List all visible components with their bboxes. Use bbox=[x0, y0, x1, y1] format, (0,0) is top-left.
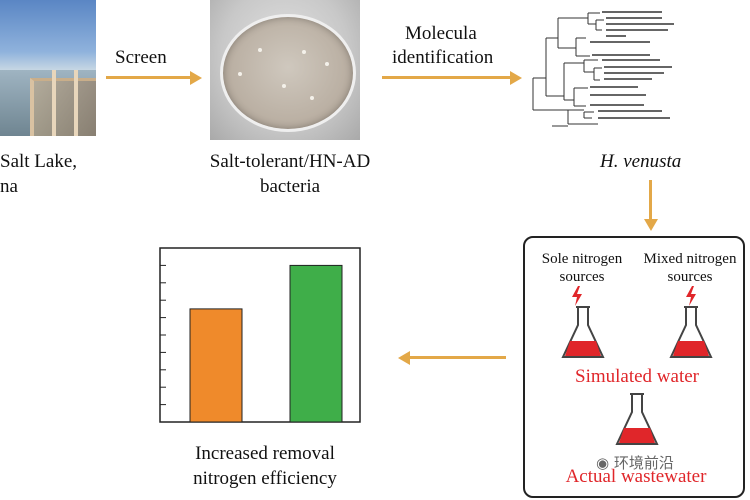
watermark-text: 环境前沿 bbox=[613, 454, 674, 472]
salt-lake-label-line2: na bbox=[0, 176, 18, 197]
flask-icon bbox=[561, 306, 605, 358]
flask-icon bbox=[615, 393, 659, 445]
molecular-label-line2: identification bbox=[392, 47, 494, 68]
bar-1 bbox=[189, 308, 243, 423]
salt-lake-label-line1: Salt Lake, bbox=[0, 151, 78, 172]
result-label-line1: Increased removal bbox=[195, 443, 335, 464]
result-label-line2: nitrogen efficiency bbox=[193, 468, 337, 489]
phylogenetic-tree bbox=[532, 11, 674, 127]
petri-dish-photo bbox=[210, 0, 360, 140]
mixed-nitrogen-line1: Mixed nitrogen bbox=[643, 251, 737, 267]
down-arrow-head bbox=[644, 219, 658, 231]
screen-label: Screen bbox=[115, 47, 167, 68]
molecular-arrow-head bbox=[510, 71, 522, 85]
wechat-icon: ◉ bbox=[596, 454, 610, 472]
flask-icon bbox=[669, 306, 713, 358]
sole-nitrogen-line2: sources bbox=[559, 269, 605, 285]
lightning-icon bbox=[686, 286, 696, 306]
lake-photo bbox=[0, 0, 96, 136]
simulated-water-label: Simulated water bbox=[575, 366, 699, 387]
removal-efficiency-chart bbox=[159, 247, 361, 423]
screen-arrow bbox=[106, 76, 190, 79]
bar-2 bbox=[289, 264, 343, 423]
result-arrow-head bbox=[398, 351, 410, 365]
actual-wastewater-label: Actual wastewater bbox=[565, 466, 707, 487]
molecular-arrow bbox=[382, 76, 510, 79]
mixed-nitrogen-line2: sources bbox=[667, 269, 713, 285]
result-arrow bbox=[410, 356, 506, 359]
down-arrow bbox=[649, 180, 652, 220]
sole-nitrogen-line1: Sole nitrogen bbox=[541, 251, 623, 267]
watermark: ◉ 环境前沿 bbox=[596, 452, 674, 473]
bacteria-label-line1: Salt-tolerant/HN-AD bbox=[209, 151, 371, 172]
lightning-icon bbox=[572, 286, 582, 306]
species-label: H. venusta bbox=[600, 151, 682, 172]
bacteria-label-line2: bacteria bbox=[259, 176, 321, 197]
molecular-label-line1: Molecula bbox=[405, 23, 477, 44]
screen-arrow-head bbox=[190, 71, 202, 85]
experiment-box bbox=[523, 236, 745, 498]
